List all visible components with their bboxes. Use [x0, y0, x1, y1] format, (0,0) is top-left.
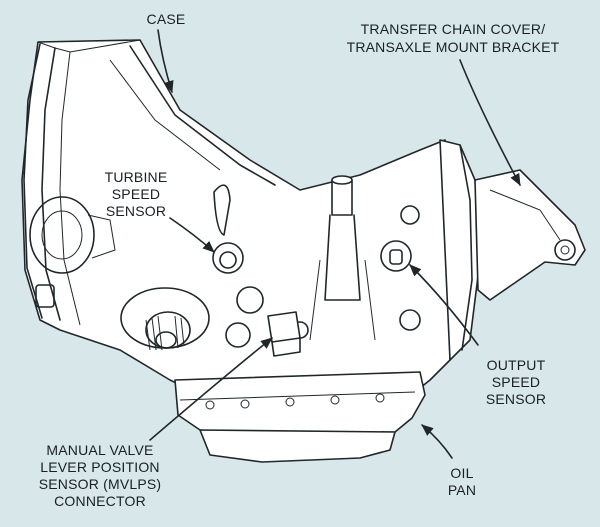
- label-oilpan-line2: PAN: [448, 482, 476, 498]
- transfer-chain-cover: [439, 139, 586, 361]
- label-turbine-line3: SENSOR: [106, 203, 166, 219]
- label-mvlps-line3: SENSOR (MVLPS): [39, 476, 162, 492]
- case-arrow: [157, 29, 174, 93]
- label-oilpan-line1: OIL: [450, 465, 473, 481]
- label-transfer-line1: TRANSFER CHAIN COVER/: [361, 21, 546, 37]
- oil-pan-arrow: [421, 424, 453, 459]
- leader-arrows: [149, 29, 521, 459]
- output-sensor-arrow: [409, 264, 479, 346]
- turbine-speed-sensor: [212, 184, 244, 274]
- label-output-line2: SPEED: [492, 374, 540, 390]
- label-case: CASE: [147, 11, 186, 27]
- label-output-line3: SENSOR: [486, 391, 546, 407]
- label-turbine-line2: SPEED: [112, 186, 160, 202]
- label-output-line1: OUTPUT: [487, 357, 546, 373]
- output-speed-sensor: [380, 240, 412, 272]
- label-turbine-line1: TURBINE: [105, 169, 168, 185]
- mvlps-connector: [267, 311, 301, 357]
- turbine-sensor-arrow: [169, 217, 215, 253]
- mvlps-arrow: [149, 337, 273, 441]
- axle-shaft-seal: [120, 287, 210, 351]
- center-tube: [309, 175, 376, 341]
- label-mvlps-line2: LEVER POSITION: [40, 459, 160, 475]
- label-mvlps-line1: MANUAL VALVE: [46, 442, 153, 458]
- transmission-case: [21, 39, 451, 406]
- label-mvlps-line4: CONNECTOR: [54, 493, 146, 509]
- oil-pan: [174, 371, 426, 463]
- transfer-cover-arrow: [459, 59, 521, 186]
- label-transfer-line2: TRANSAXLE MOUNT BRACKET: [347, 39, 560, 55]
